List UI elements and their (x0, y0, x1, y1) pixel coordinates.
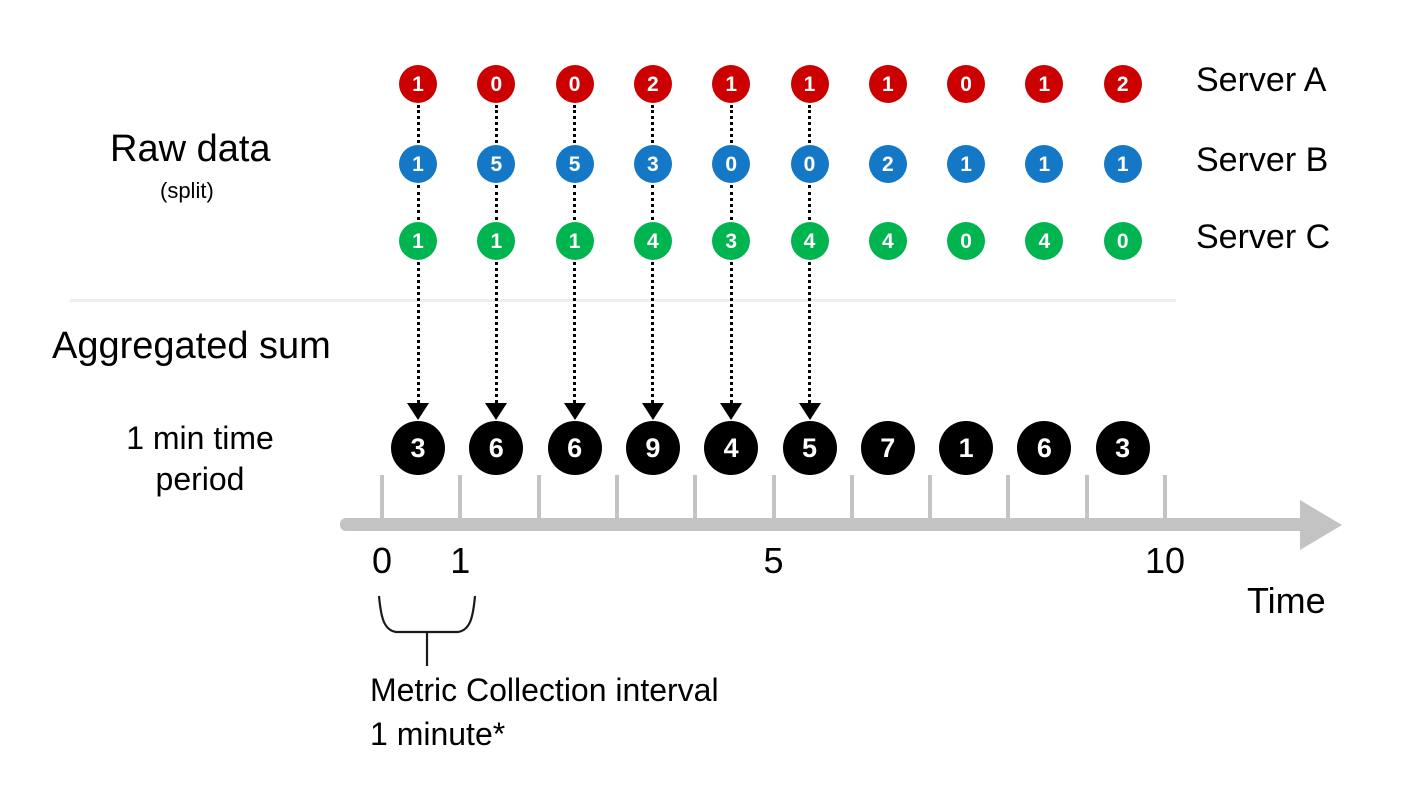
aggregate-node-0: 3 (391, 421, 445, 475)
data-node-server-b-0: 1 (399, 145, 437, 183)
dotted-connector-5-0 (808, 105, 811, 143)
aggregate-node-7: 1 (939, 421, 994, 475)
raw-data-title: Raw data (110, 128, 271, 170)
data-node-server-a-7: 0 (947, 65, 986, 103)
series-label-server-a: Server A (1196, 61, 1327, 99)
dotted-connector-0-2 (416, 262, 420, 403)
dotted-connector-1-2 (494, 262, 498, 403)
dotted-connector-3-1 (651, 185, 655, 220)
aggregate-node-6: 7 (860, 421, 915, 475)
data-node-server-a-4: 1 (712, 65, 751, 103)
data-node-server-a-1: 0 (477, 65, 516, 103)
series-label-server-c: Server C (1196, 218, 1331, 256)
axis-tick-label-0: 0 (371, 540, 393, 581)
section-divider (70, 299, 1176, 302)
data-node-server-c-1: 1 (477, 222, 516, 260)
dotted-connector-2-1 (573, 185, 577, 220)
time-period-line-1: 1 min time (126, 420, 274, 456)
time-period-line-2: period (155, 461, 245, 497)
axis-tick-label-10: 10 (1144, 540, 1186, 581)
data-node-server-c-4: 3 (712, 222, 751, 260)
metric-caption-line-2: 1 minute* (370, 716, 506, 752)
time-period-label: 1 min time period (110, 418, 290, 500)
dotted-connector-4-1 (729, 185, 733, 220)
connector-arrowhead-5 (798, 403, 821, 420)
dotted-connector-3-0 (651, 105, 655, 143)
dotted-connector-1-1 (494, 185, 498, 220)
time-axis-label: Time (1247, 580, 1326, 621)
dotted-connector-1-0 (494, 105, 498, 143)
time-axis-arrowhead (1300, 500, 1342, 550)
data-node-server-b-3: 3 (633, 145, 672, 183)
data-node-server-a-6: 1 (868, 65, 907, 103)
data-node-server-a-9: 2 (1103, 65, 1142, 103)
dotted-connector-5-2 (808, 262, 811, 403)
data-node-server-c-2: 1 (555, 222, 594, 260)
connector-arrowhead-4 (720, 403, 743, 420)
dotted-connector-3-2 (651, 262, 655, 403)
axis-tick-4 (693, 475, 698, 522)
aggregate-node-3: 9 (625, 421, 680, 475)
axis-tick-9 (1084, 475, 1089, 522)
axis-tick-1 (458, 475, 463, 522)
data-node-server-a-5: 1 (790, 65, 829, 103)
data-node-server-c-5: 4 (790, 222, 829, 260)
data-node-server-b-8: 1 (1025, 145, 1064, 183)
aggregate-node-9: 3 (1095, 421, 1150, 475)
axis-tick-5 (771, 475, 776, 522)
dotted-connector-0-1 (416, 185, 420, 220)
data-node-server-c-9: 0 (1103, 222, 1142, 260)
interval-brace-icon (377, 595, 477, 666)
axis-tick-2 (536, 475, 541, 522)
data-node-server-a-0: 1 (399, 65, 437, 103)
data-node-server-a-8: 1 (1025, 65, 1064, 103)
data-node-server-a-2: 0 (555, 65, 594, 103)
aggregate-node-8: 6 (1017, 421, 1072, 475)
aggregate-node-2: 6 (547, 421, 602, 475)
metric-collection-caption: Metric Collection interval 1 minute* (370, 668, 719, 756)
aggregate-node-4: 4 (704, 421, 759, 475)
series-label-server-b: Server B (1196, 141, 1329, 179)
aggregated-sum-title: Aggregated sum (52, 325, 331, 367)
axis-tick-label-1: 1 (450, 540, 471, 581)
data-node-server-b-1: 5 (477, 145, 516, 183)
dotted-connector-5-1 (808, 185, 811, 220)
data-node-server-b-7: 1 (947, 145, 986, 183)
dotted-connector-4-2 (729, 262, 733, 403)
data-node-server-c-7: 0 (947, 222, 986, 260)
time-axis-line (340, 518, 1310, 531)
axis-tick-0 (380, 475, 384, 522)
axis-tick-label-5: 5 (763, 540, 784, 581)
data-node-server-b-9: 1 (1103, 145, 1142, 183)
metric-caption-line-1: Metric Collection interval (370, 672, 719, 708)
data-node-server-c-8: 4 (1025, 222, 1064, 260)
axis-tick-8 (1006, 475, 1011, 522)
axis-tick-7 (928, 475, 933, 522)
connector-arrowhead-2 (563, 403, 586, 420)
data-node-server-a-3: 2 (633, 65, 672, 103)
dotted-connector-4-0 (729, 105, 733, 143)
dotted-connector-2-0 (573, 105, 577, 143)
data-node-server-c-6: 4 (868, 222, 907, 260)
data-node-server-c-0: 1 (399, 222, 437, 260)
data-node-server-b-5: 0 (790, 145, 829, 183)
dotted-connector-0-0 (416, 105, 420, 143)
dotted-connector-2-2 (573, 262, 577, 403)
aggregate-node-5: 5 (782, 421, 837, 475)
raw-data-subtitle: (split) (160, 178, 214, 203)
connector-arrowhead-1 (485, 403, 508, 420)
data-node-server-b-6: 2 (868, 145, 907, 183)
aggregate-node-1: 6 (469, 421, 524, 475)
data-node-server-b-4: 0 (712, 145, 751, 183)
data-node-server-b-2: 5 (555, 145, 594, 183)
connector-arrowhead-3 (641, 403, 664, 420)
data-node-server-c-3: 4 (633, 222, 672, 260)
connector-arrowhead-0 (407, 403, 429, 420)
axis-tick-3 (614, 475, 619, 522)
axis-tick-6 (849, 475, 854, 522)
axis-tick-10 (1163, 475, 1167, 522)
